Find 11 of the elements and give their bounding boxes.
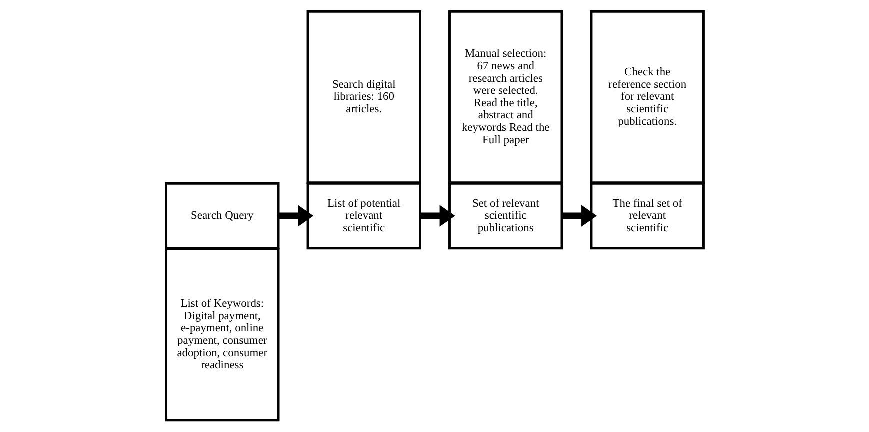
arrow xyxy=(278,205,314,227)
node-box: List of Keywords: Digital payment, e-payment, online payment, consumer adoption, consumer readiness xyxy=(164,248,280,422)
node-box: The final set of relevant scientific xyxy=(590,182,704,250)
node-box: Check the reference section for relevant scientific publications. xyxy=(590,10,704,184)
node-box: Manual selection: 67 news and research articles were selected. Read the title, abstract and keywords Read the Full paper xyxy=(448,10,563,184)
node-box: Search digital libraries: 160 articles. xyxy=(306,10,421,184)
arrow xyxy=(420,205,455,227)
node-box: Set of relevant scientific publications xyxy=(448,182,563,250)
node-box: Search Query xyxy=(164,182,280,250)
arrow xyxy=(562,205,597,227)
node-box: List of potential relevant scientific xyxy=(306,182,421,250)
